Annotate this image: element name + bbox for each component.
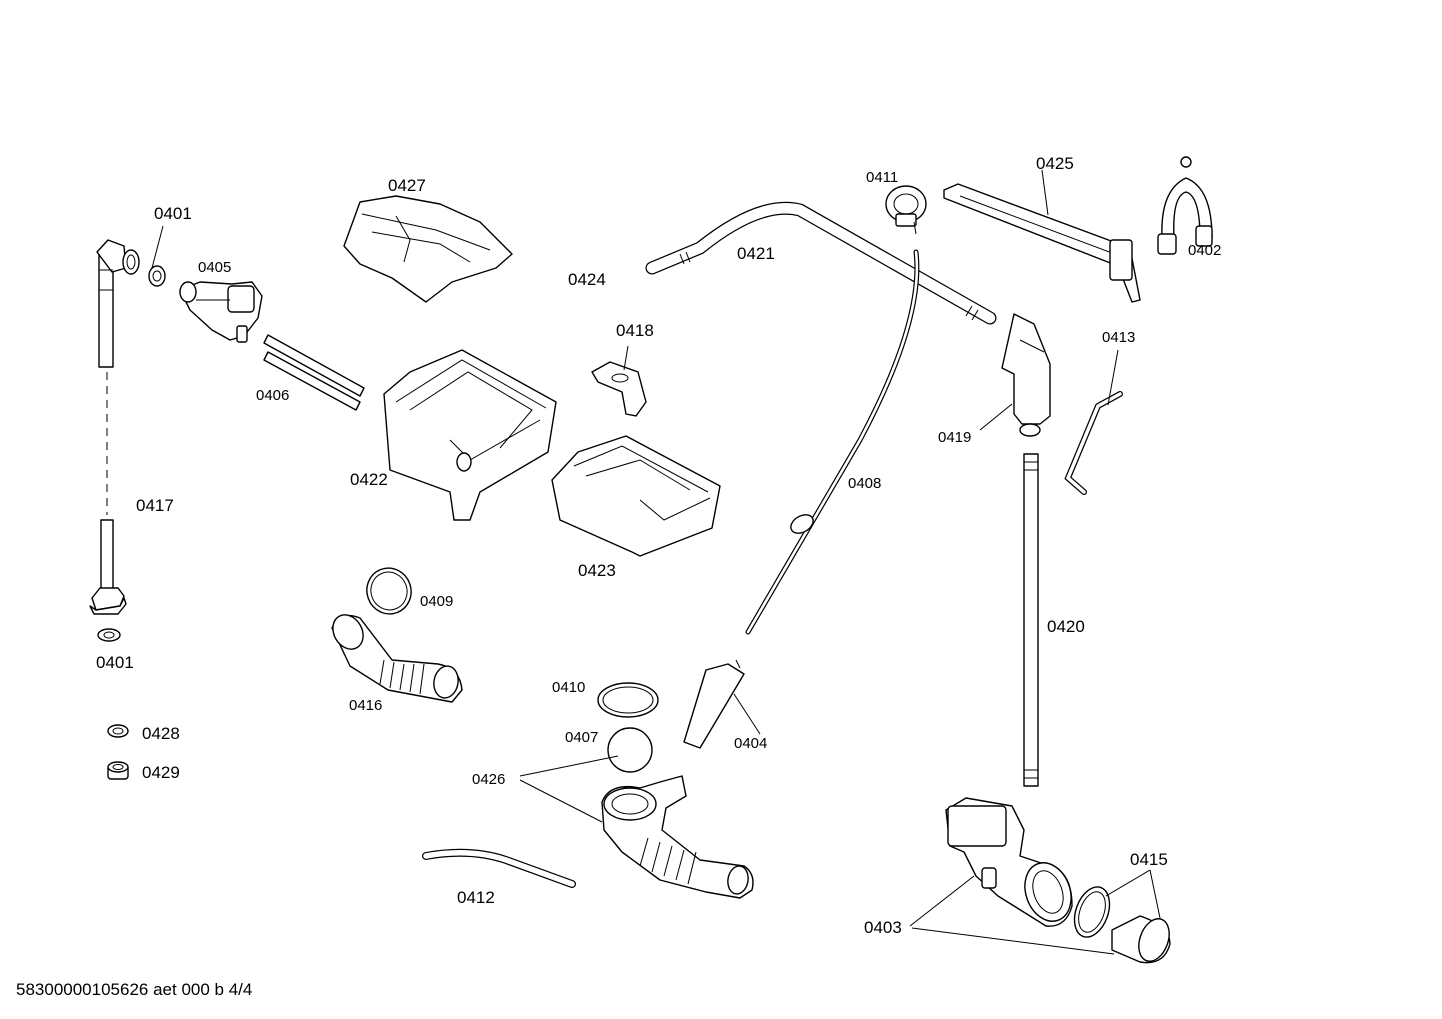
label-0405: 0405 [198, 259, 231, 276]
part-0410-ring [597, 682, 659, 718]
part-0401-washer-top [148, 265, 166, 287]
label-0429: 0429 [142, 763, 180, 782]
part-0409-gasket-ring [366, 567, 412, 615]
label-0422: 0422 [350, 470, 388, 489]
label-0409: 0409 [420, 593, 453, 610]
part-0401-elbow [96, 239, 140, 368]
part-0413-wire [1064, 391, 1123, 495]
part-0420-hose [1023, 453, 1039, 787]
part-0422-dispenser-housing [383, 349, 557, 521]
label-0401b: 0401 [96, 653, 134, 672]
part-0419-trap [1001, 313, 1051, 437]
label-0425: 0425 [1036, 154, 1074, 173]
label-0404: 0404 [734, 735, 767, 752]
label-0416: 0416 [349, 697, 382, 714]
part-0427-cover [343, 195, 513, 303]
part-0402-hook [1157, 156, 1213, 255]
part-0412-hose [422, 848, 576, 888]
label-0403: 0403 [864, 918, 902, 937]
part-0408-tube [745, 249, 920, 635]
part-labels: 0401 0405 0406 0417 0401 0428 0429 0427 … [96, 154, 1221, 937]
label-0417: 0417 [136, 496, 174, 515]
label-0413: 0413 [1102, 329, 1135, 346]
part-0406-tubes [263, 334, 365, 411]
label-0410: 0410 [552, 679, 585, 696]
part-0416-bellows-hose [331, 614, 463, 703]
label-0421: 0421 [737, 244, 775, 263]
part-0425-rail [943, 183, 1141, 303]
part-0415-filter [1073, 886, 1171, 964]
leader-0401a [151, 225, 164, 269]
label-0428: 0428 [142, 724, 180, 743]
leader-lines [519, 169, 1161, 955]
part-0411-pressure-switch [885, 185, 927, 235]
part-0429-nut [107, 761, 129, 780]
label-0426: 0426 [472, 771, 505, 788]
label-0412: 0412 [457, 888, 495, 907]
label-0423: 0423 [578, 561, 616, 580]
label-0427: 0427 [388, 176, 426, 195]
part-0417-hose-end [89, 519, 127, 615]
label-0419: 0419 [938, 429, 971, 446]
part-0405-inlet-valve [179, 281, 263, 343]
label-0424: 0424 [568, 270, 606, 289]
label-0411: 0411 [866, 169, 898, 186]
label-0402: 0402 [1188, 242, 1221, 259]
part-0428-washer [107, 724, 129, 738]
label-0408: 0408 [848, 475, 881, 492]
label-0407: 0407 [565, 729, 598, 746]
label-0406: 0406 [256, 387, 289, 404]
label-0401a: 0401 [154, 204, 192, 223]
label-0420: 0420 [1047, 617, 1085, 636]
part-0424-hose [491, 201, 557, 295]
label-0415: 0415 [1130, 850, 1168, 869]
part-0418-clip [591, 361, 647, 417]
part-0404-sensor [683, 659, 745, 749]
part-0421-hose [645, 201, 997, 325]
part-0407-ball [607, 727, 653, 773]
part-0401-washer-bottom [97, 628, 121, 642]
part-0423-drawer [551, 435, 721, 557]
label-0418: 0418 [616, 321, 654, 340]
part-0426-sump-hose [601, 775, 754, 899]
document-footer-id: 58300000105626 aet 000 b 4/4 [16, 980, 253, 999]
part-0403-drain-pump [945, 797, 1073, 927]
